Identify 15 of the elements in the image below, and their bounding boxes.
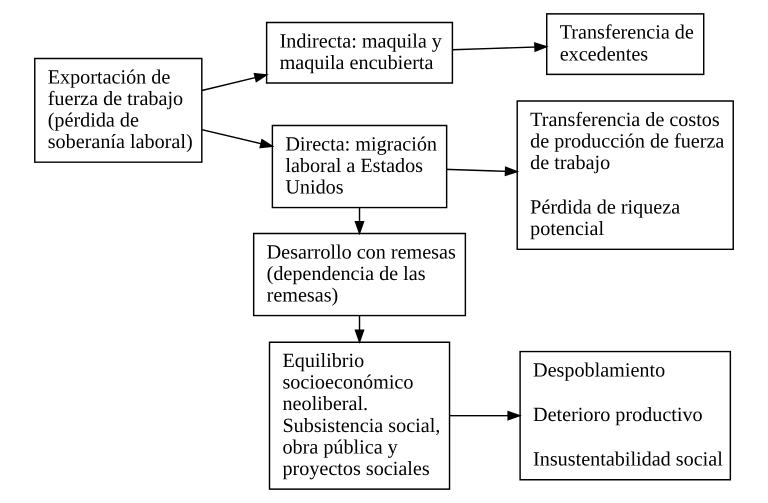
node-box: Despoblamiento Deterioro productivo Insustentabilidad social — [519, 350, 732, 480]
arrow — [446, 166, 520, 176]
node-box: Desarrollo con remesas (dependencia de las remesas) — [252, 232, 466, 316]
node-box: Directa: migración laboral a Estados Unidos — [272, 124, 448, 208]
node-box: Transferencia de costos de producción de fuerza de trabajo Pérdida de riqueza potencial — [516, 100, 734, 250]
node-box: Transferencia de excedentes — [546, 13, 704, 76]
arrow — [452, 42, 549, 52]
arrow — [354, 316, 365, 344]
node-box: Equilibrio socioeconómico neoliberal. Subsistencia social, obra pública y proyectos sociales — [268, 342, 450, 490]
arrow — [202, 72, 269, 92]
arrow — [450, 410, 522, 421]
node-box: Indirecta: maquila y maquila encubierta — [266, 22, 454, 84]
arrow — [354, 208, 365, 236]
arrow — [202, 129, 274, 148]
node-box: Exportación de fuerza de trabajo (pérdida de soberanía laboral) — [34, 58, 203, 163]
